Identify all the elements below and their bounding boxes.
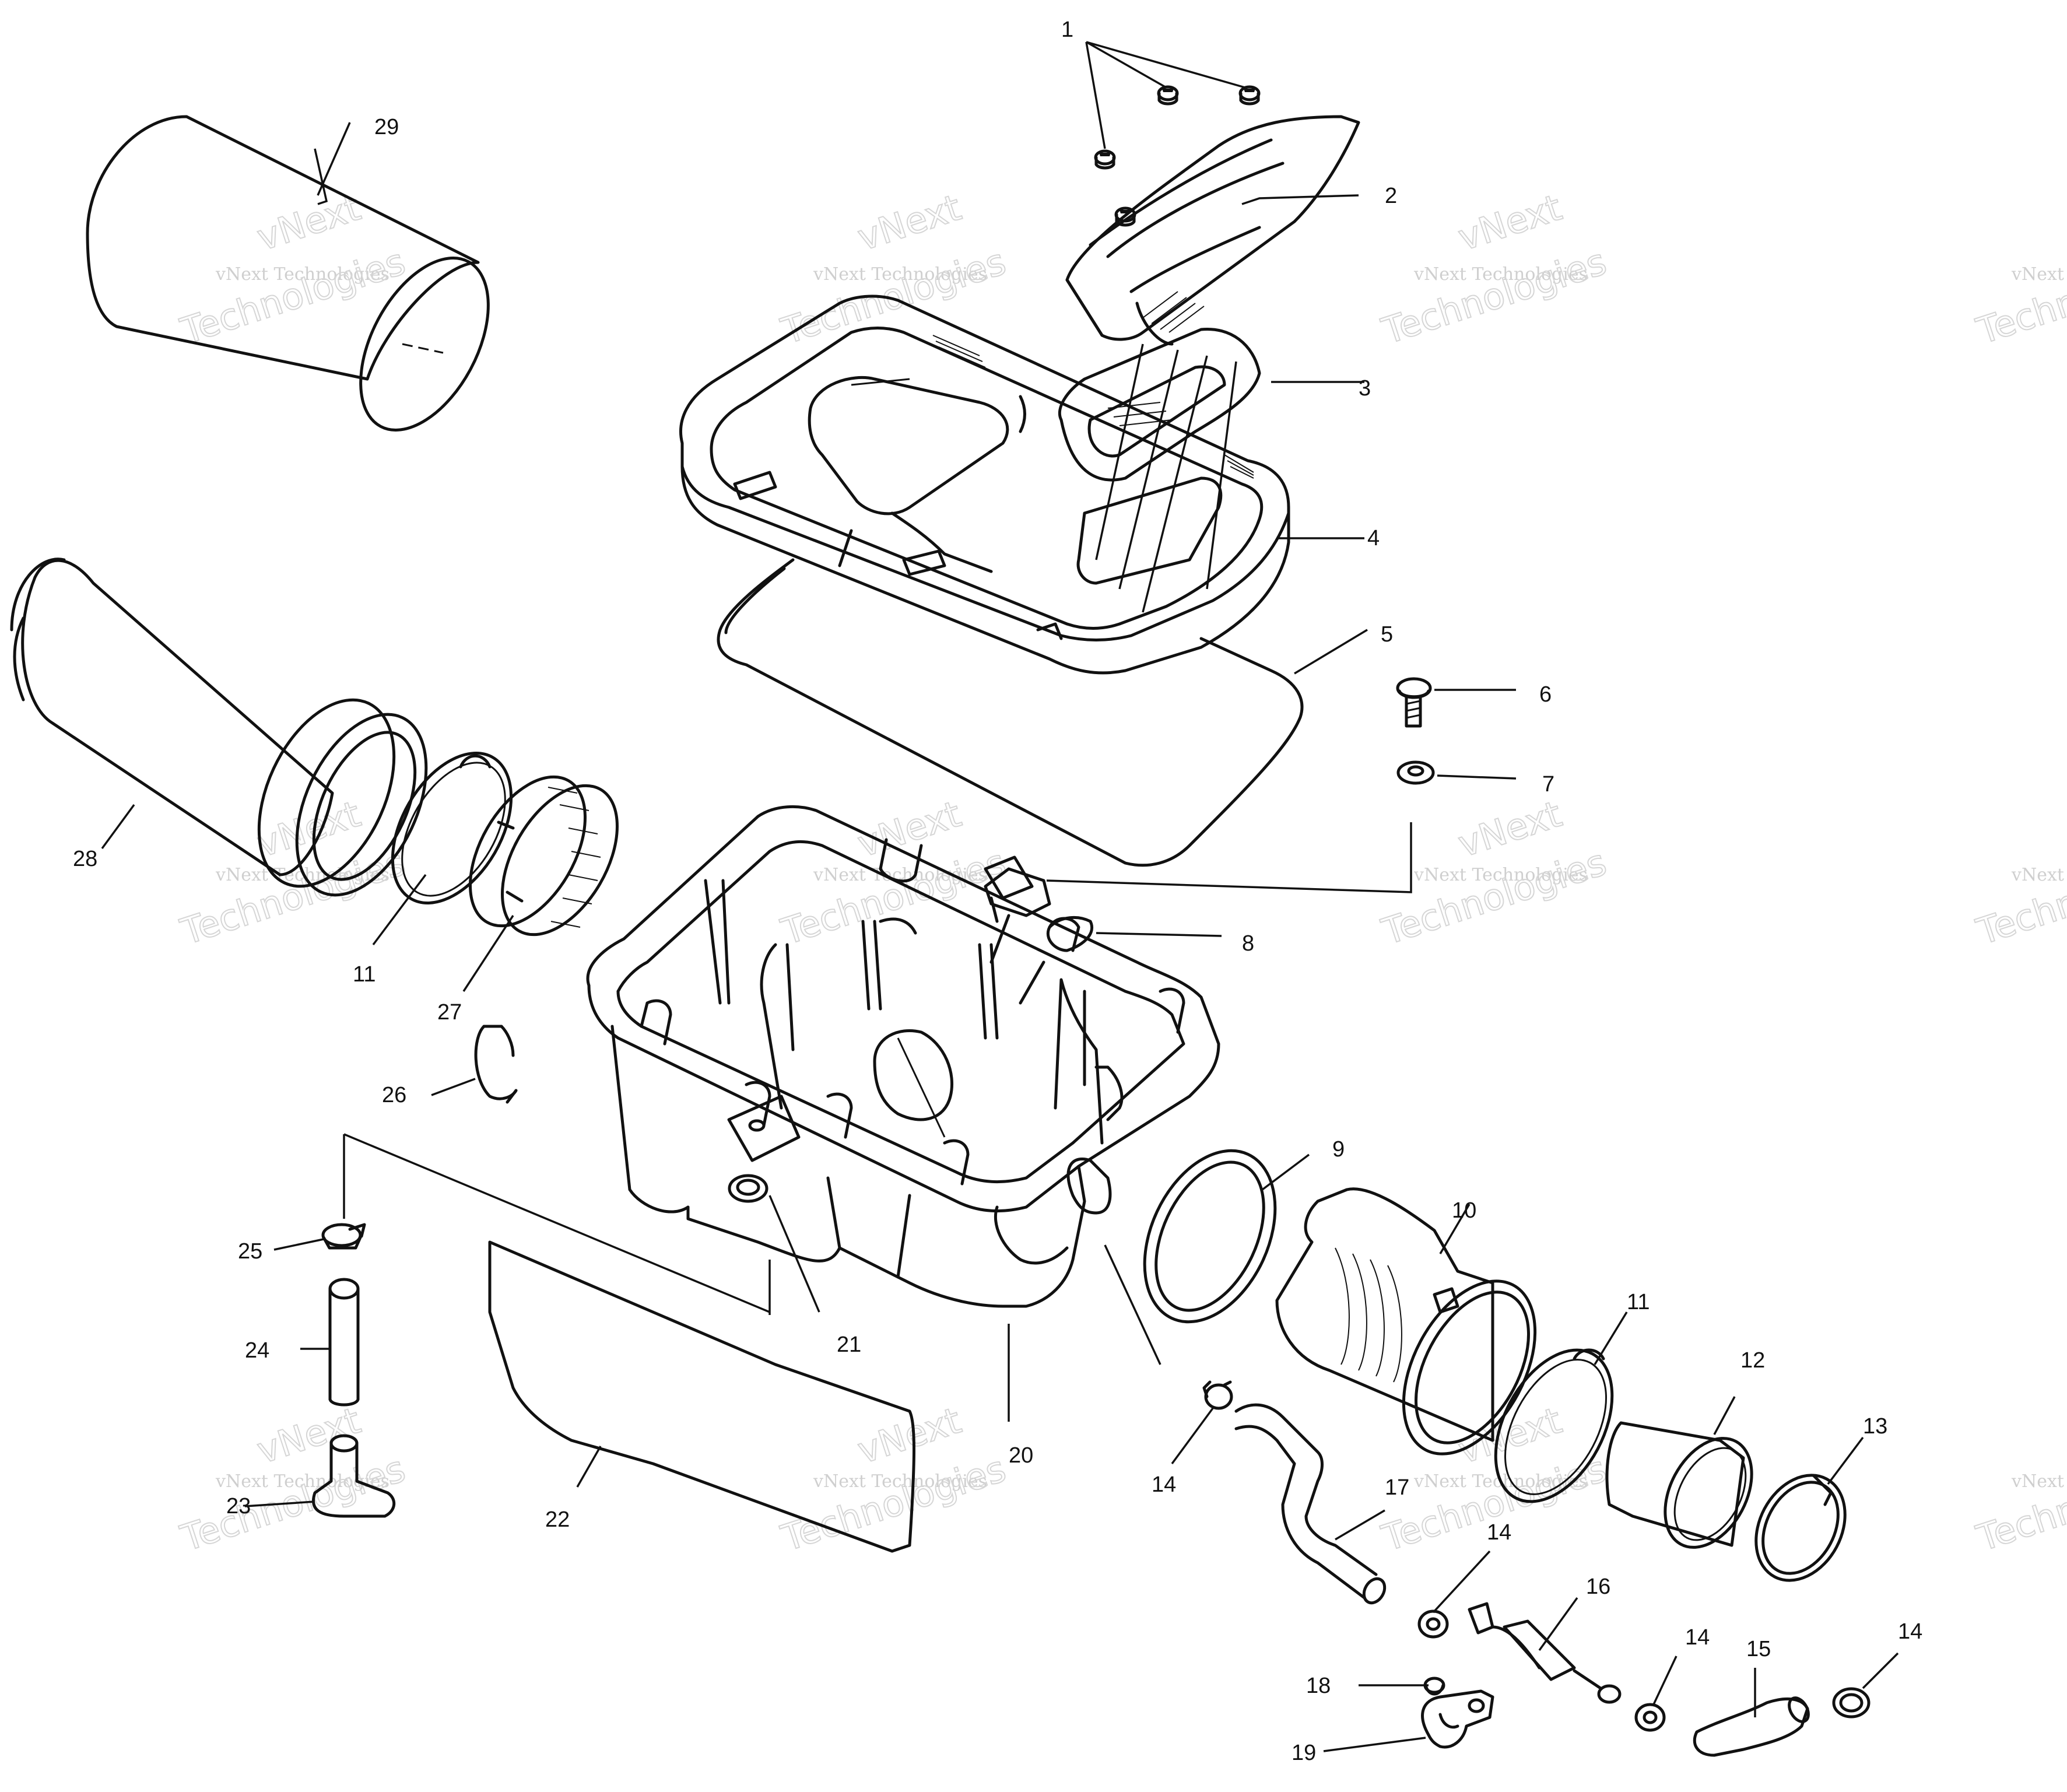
part-27-filter-adapter — [469, 775, 619, 937]
svg-text:vNext Technologies: vNext Technologies — [1413, 865, 1588, 885]
svg-text:vNext: vNext — [1453, 186, 1567, 259]
label-20: 20 — [1009, 1443, 1033, 1468]
part-number-labels: 1 2 3 4 5 6 7 8 9 10 11 12 13 14 14 14 1… — [73, 17, 1922, 1765]
label-12: 12 — [1740, 1348, 1765, 1373]
label-25: 25 — [238, 1239, 262, 1264]
part-23-drain-elbow — [312, 1434, 396, 1518]
watermark-f: vNext vNext Technologies Technologies — [775, 792, 1011, 954]
label-18: 18 — [1306, 1674, 1331, 1698]
watermarks: vNext vNext Technologies Technologies vN… — [175, 185, 2067, 1560]
svg-text:Technologies: Technologies — [776, 841, 1010, 953]
part-14-clamp-c — [1634, 1703, 1666, 1732]
watermark-b: vNext vNext Technologies Technologies — [775, 185, 1011, 353]
svg-text:Technologies: Technologies — [1971, 1447, 2067, 1560]
screw-1a — [1094, 149, 1116, 170]
label-15: 15 — [1746, 1637, 1771, 1661]
part-2-intake-duct — [1065, 115, 1360, 346]
part-29-prefilter-sleeve — [86, 115, 490, 432]
part-11-upper-clamp — [391, 752, 513, 904]
screw-1c — [1238, 85, 1261, 106]
part-8-clips — [984, 867, 1094, 952]
label-2: 2 — [1385, 184, 1397, 208]
part-5-gasket — [717, 558, 1304, 867]
part-9-seal-ring — [1143, 1149, 1277, 1324]
label-21: 21 — [837, 1332, 861, 1357]
screw-1d — [1114, 206, 1136, 227]
part-28-air-filter — [10, 557, 428, 897]
svg-text:Technologies: Technologies — [1377, 240, 1611, 353]
part-10-outlet-boot — [1275, 1187, 1537, 1456]
svg-text:Technologies: Technologies — [1971, 240, 2067, 353]
label-27: 27 — [437, 1000, 462, 1025]
svg-text:vNext Technologies: vNext Technologies — [813, 1471, 987, 1492]
part-16-check-valve — [1468, 1602, 1622, 1704]
part-22-drain-plate — [488, 1240, 915, 1553]
part-6-screw — [1396, 677, 1432, 728]
part-14-clamp-b — [1417, 1609, 1449, 1639]
svg-text:vNext Technologies: vNext Technologies — [2011, 264, 2067, 285]
part-7-washer — [1396, 760, 1435, 785]
label-8: 8 — [1242, 931, 1254, 956]
label-14-c: 14 — [1685, 1625, 1710, 1650]
part-25-clamp — [321, 1223, 366, 1250]
part-19-hose-clip — [1421, 1689, 1494, 1749]
label-6: 6 — [1539, 682, 1552, 707]
part-20-airbox-housing — [586, 805, 1220, 1308]
part-14-clamp-a — [1202, 1380, 1233, 1410]
label-14-a: 14 — [1152, 1472, 1176, 1497]
label-3: 3 — [1359, 376, 1371, 401]
label-4: 4 — [1367, 526, 1380, 550]
watermark-e: vNext vNext Technologies Technologies — [175, 792, 410, 954]
part-11-lower-clamp — [1494, 1348, 1614, 1503]
watermark-d: vNext Technologies Technologies — [1971, 240, 2067, 353]
part-1-screws — [1094, 85, 1261, 227]
label-5: 5 — [1381, 622, 1393, 647]
label-14-d: 14 — [1898, 1619, 1922, 1644]
label-11-upper: 11 — [353, 962, 376, 987]
part-17-breather-hose — [1234, 1403, 1387, 1605]
svg-text:Technologies: Technologies — [776, 1447, 1010, 1560]
watermark-l: vNext Technologies Technologies — [1971, 1447, 2067, 1560]
label-28: 28 — [73, 847, 97, 871]
part-4-airbox-cover — [679, 294, 1290, 675]
part-12-boot — [1605, 1421, 1753, 1549]
label-11-lower: 11 — [1627, 1290, 1650, 1314]
svg-text:vNext Technologies: vNext Technologies — [813, 264, 987, 285]
svg-text:vNext: vNext — [1453, 792, 1567, 865]
label-26: 26 — [382, 1083, 406, 1107]
part-14-clamp-d — [1832, 1687, 1871, 1719]
watermark-i: vNext vNext Technologies Technologies — [175, 1398, 410, 1560]
svg-text:vNext Technologies: vNext Technologies — [2011, 865, 2067, 885]
label-19: 19 — [1292, 1741, 1316, 1765]
label-16: 16 — [1586, 1574, 1610, 1599]
label-9: 9 — [1332, 1137, 1345, 1162]
svg-text:vNext Technologies: vNext Technologies — [215, 264, 389, 285]
svg-text:Technologies: Technologies — [176, 841, 410, 953]
svg-text:Technologies: Technologies — [1971, 841, 2067, 953]
watermark-c: vNext vNext Technologies Technologies — [1376, 185, 1612, 353]
svg-text:Technologies: Technologies — [176, 240, 410, 353]
label-1: 1 — [1061, 17, 1073, 42]
part-13-clamp — [1754, 1474, 1847, 1582]
label-14-b: 14 — [1487, 1520, 1511, 1545]
label-17: 17 — [1385, 1475, 1409, 1500]
label-13: 13 — [1863, 1414, 1887, 1439]
watermark-h: vNext Technologies Technologies — [1971, 840, 2067, 954]
watermark-j: vNext vNext Technologies Technologies — [775, 1398, 1011, 1560]
svg-text:vNext Technologies: vNext Technologies — [1413, 264, 1588, 285]
label-10: 10 — [1452, 1198, 1476, 1223]
label-7: 7 — [1542, 772, 1554, 797]
part-26-clip — [474, 1025, 518, 1104]
part-24-drain-tube — [328, 1278, 360, 1407]
label-22: 22 — [545, 1507, 570, 1532]
leader-lines — [101, 41, 1899, 1752]
svg-text:vNext Technologies: vNext Technologies — [2011, 1471, 2067, 1492]
label-23: 23 — [226, 1494, 251, 1519]
svg-text:vNext: vNext — [852, 186, 966, 259]
screw-1b — [1157, 85, 1179, 106]
part-15-breather-hose — [1693, 1696, 1810, 1757]
label-24: 24 — [245, 1338, 269, 1363]
label-29: 29 — [374, 115, 399, 139]
